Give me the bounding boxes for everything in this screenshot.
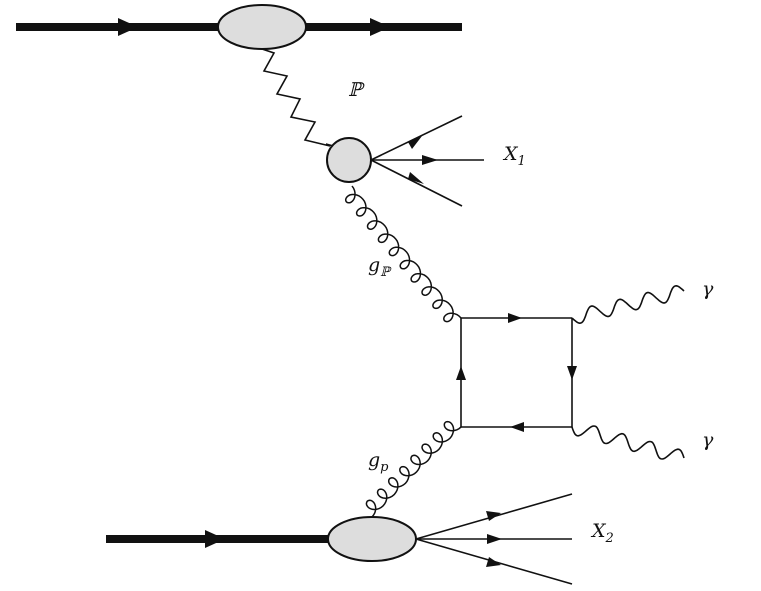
top-proton-vertex-blob (217, 4, 307, 50)
photon-top-wave (571, 284, 685, 325)
x2-label: X2 (590, 520, 614, 546)
x1-remnant-lines (370, 115, 484, 207)
pomeron-label: ℙ (348, 79, 365, 101)
photon-bottom-label: γ (702, 429, 714, 451)
x2-remnant-lines (415, 493, 573, 585)
gluon-pomeron-label: gℙ (368, 254, 392, 280)
x1-label: X1 (502, 143, 526, 169)
quark-box (456, 313, 577, 432)
pomeron-remnant-blob (326, 137, 372, 183)
pomeron-zigzag (261, 48, 349, 151)
bottom-proton-vertex-blob (327, 516, 417, 562)
gluon-pomeron-coil (344, 185, 462, 323)
gluon-proton-label: gp (368, 449, 389, 475)
photon-bottom-wave (571, 425, 685, 460)
gluon-proton-coil (365, 420, 462, 518)
bottom-proton-line (106, 530, 330, 548)
photon-top-label: γ (702, 278, 714, 300)
